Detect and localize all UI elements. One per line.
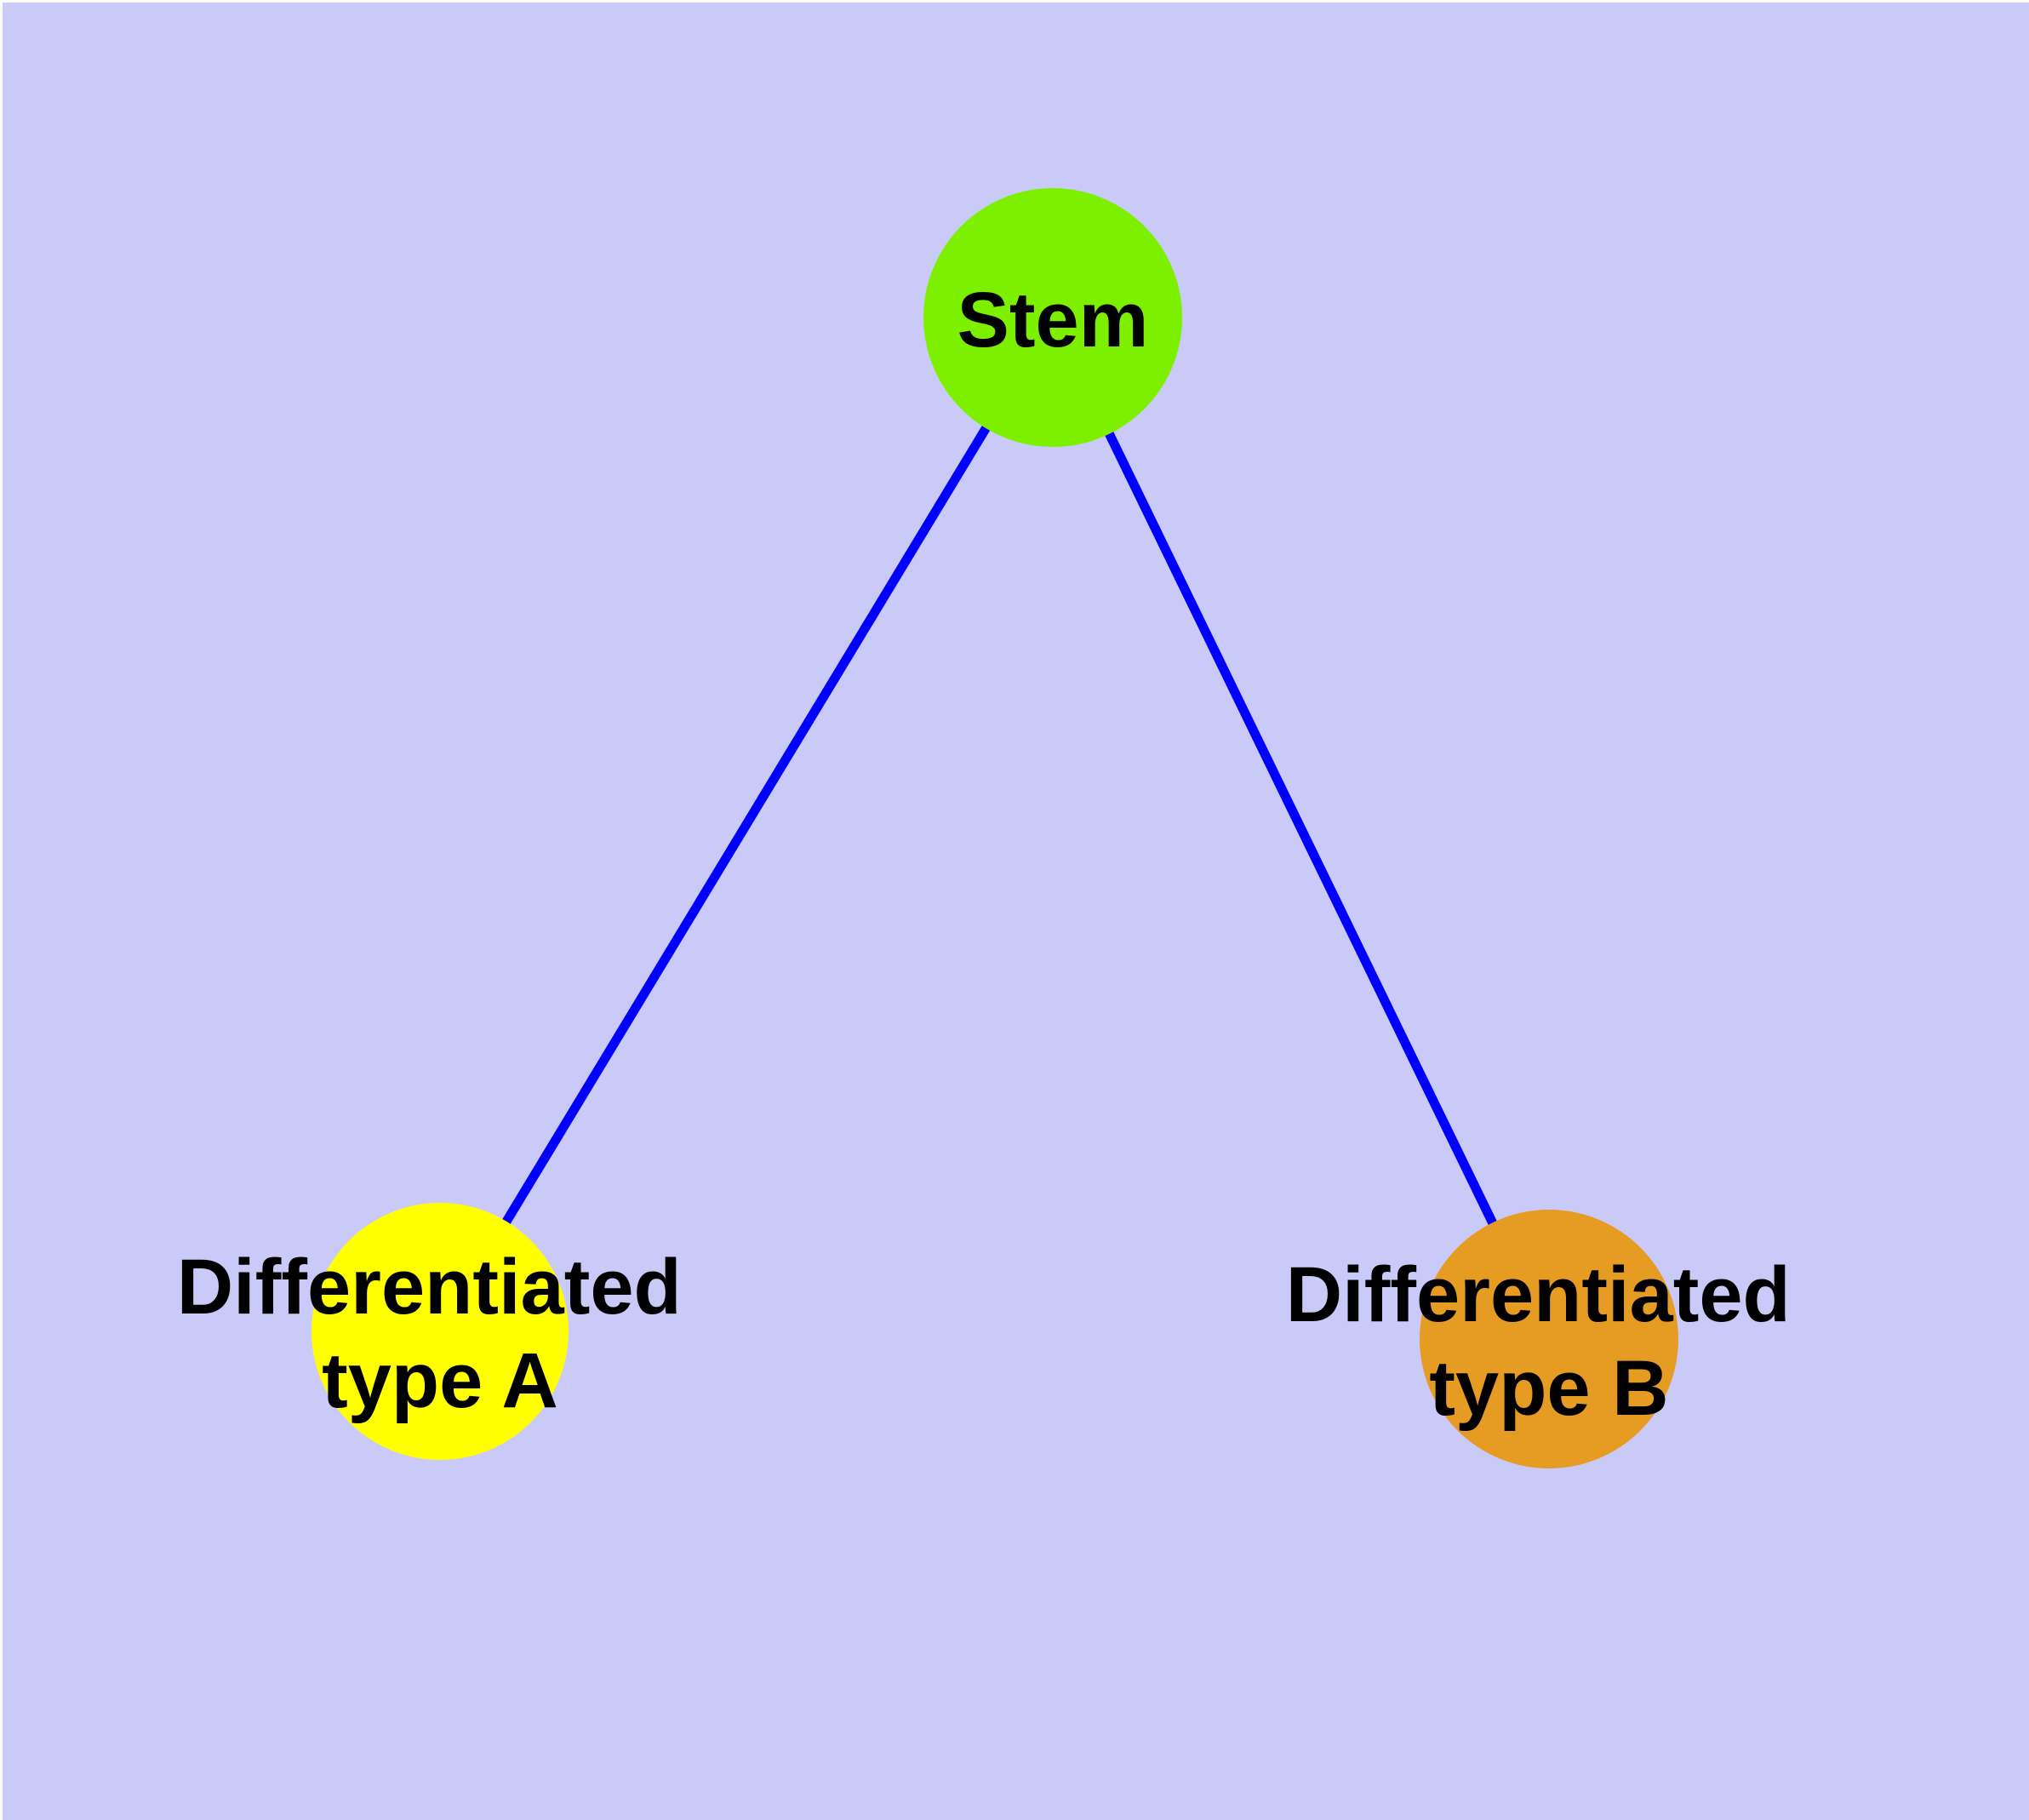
type-a-node bbox=[311, 1203, 569, 1460]
edge-stem-to-type-a bbox=[436, 315, 1057, 1334]
type-a-node-label: Differentiated type A bbox=[177, 1244, 704, 1424]
type-b-node bbox=[1420, 1210, 1678, 1468]
stem-node bbox=[923, 188, 1182, 447]
type-b-node-label: Differentiated type B bbox=[1286, 1251, 1813, 1432]
edge-stem-to-type-b bbox=[1049, 315, 1553, 1342]
stem-node-label: Stem bbox=[957, 277, 1149, 363]
